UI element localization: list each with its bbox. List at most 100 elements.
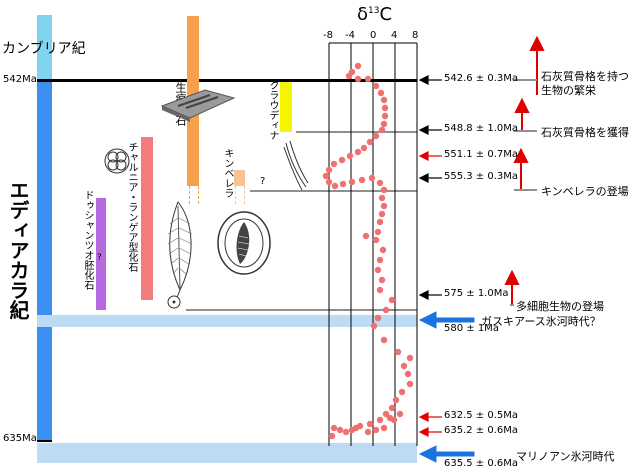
doushantuo-embryo-illustration <box>104 148 130 174</box>
isotope-point <box>330 424 338 432</box>
isotope-point <box>374 266 382 274</box>
tick-label: -4 <box>345 30 355 41</box>
isotope-point <box>380 186 388 194</box>
cloudina-illustration <box>283 140 309 191</box>
date-label: 635.5 ± 0.6Ma <box>444 458 519 469</box>
isotope-point <box>345 72 353 80</box>
event-kimberella-appear: キンベレラの登場 <box>541 185 629 198</box>
tick-label: 0 <box>370 30 377 41</box>
isotope-point <box>352 424 360 432</box>
isotope-point <box>330 160 338 168</box>
tick-label: -8 <box>323 30 333 41</box>
date-label: 632.5 ± 0.5Ma <box>444 410 519 421</box>
isotope-point <box>368 174 376 182</box>
isotope-point <box>325 166 333 174</box>
isotope-point <box>346 152 354 160</box>
isotope-point <box>339 180 347 188</box>
charnia-bar <box>141 137 153 300</box>
isotope-point <box>362 232 370 240</box>
boundary-635-line <box>37 440 52 442</box>
isotope-point <box>380 202 388 210</box>
horizon-555-line <box>250 190 417 192</box>
isotope-point <box>376 179 384 187</box>
horizon-548-line <box>296 131 417 133</box>
isotope-point <box>354 148 362 156</box>
isotope-point <box>378 276 386 284</box>
isotope-point <box>376 286 384 294</box>
isotope-point <box>364 428 372 436</box>
isotope-point <box>336 426 344 434</box>
gaskiers-band <box>37 315 417 327</box>
isotope-point <box>338 156 346 164</box>
isotope-point <box>331 182 339 190</box>
trace-fossil-dash <box>189 186 199 204</box>
isotope-point <box>370 322 378 330</box>
date-label: 548.8 ± 1.0Ma <box>444 123 519 134</box>
isotope-point <box>328 432 336 440</box>
age-635-label: 635Ma <box>3 433 37 444</box>
event-calcified-acquire: 石灰質骨格を獲得 <box>541 126 629 139</box>
kimberella-label: キンベレラ <box>222 148 233 198</box>
isotope-point <box>404 370 412 378</box>
isotope-point <box>396 410 404 418</box>
kimberella-illustration <box>217 211 271 275</box>
axis-title-sup: 13 <box>368 6 380 16</box>
boundary-542-line <box>37 79 417 82</box>
date-label: 635.2 ± 0.6Ma <box>444 425 519 436</box>
age-542-label: 542Ma <box>3 74 37 85</box>
isotope-point <box>354 75 362 83</box>
date-label: 575 ± 1.0Ma <box>444 288 509 299</box>
doushantuo-label: ドゥシャンツオ胚化石 <box>82 190 93 290</box>
isotope-point <box>377 89 385 97</box>
isotope-point <box>372 132 380 140</box>
kimberella-mark: ? <box>260 176 266 187</box>
event-marinoan: マリノアン氷河時代 <box>516 450 615 463</box>
isotope-point <box>380 96 388 104</box>
isotope-point <box>360 144 368 152</box>
charnia-label: チャルニア・ランゲア型化石 <box>126 142 137 272</box>
isotope-point <box>358 176 366 184</box>
trace-fossil-illustration <box>160 89 236 122</box>
isotope-point <box>366 420 374 428</box>
isotope-point <box>380 336 388 344</box>
isotope-point <box>394 348 402 356</box>
isotope-point <box>376 218 384 226</box>
isotope-point <box>374 314 382 322</box>
isotope-point <box>390 416 398 424</box>
cloudina-bar <box>280 82 292 132</box>
date-label: 555.3 ± 0.3Ma <box>444 171 519 182</box>
isotope-point <box>322 172 330 180</box>
isotope-point <box>378 210 386 218</box>
cambrian-bar <box>37 15 52 80</box>
kimberella-dash <box>235 186 245 204</box>
isotope-point <box>372 426 380 434</box>
ediacaran-bar <box>37 80 52 442</box>
event-multicell-appear: 多細胞生物の登場 <box>516 300 604 313</box>
isotope-point <box>376 416 384 424</box>
cloudina-label: クラウディナ <box>267 80 278 140</box>
isotope-point <box>378 194 386 202</box>
isotope-point <box>406 380 414 388</box>
cambrian-label: カンブリア紀 <box>2 41 86 57</box>
event-calcified-prosper: 石灰質骨格を持つ <box>541 70 629 83</box>
charnia-illustration <box>167 201 193 309</box>
axis-title-delta: δ <box>357 4 369 25</box>
isotope-point <box>388 296 396 304</box>
isotope-point <box>379 246 387 254</box>
isotope-point <box>380 120 388 128</box>
isotope-point <box>381 112 389 120</box>
doushantuo-mark: ? <box>97 253 102 263</box>
isotope-point <box>354 62 362 70</box>
isotope-point <box>348 178 356 186</box>
isotope-point <box>382 410 390 418</box>
isotope-point <box>342 428 350 436</box>
date-label: 542.6 ± 0.3Ma <box>444 73 519 84</box>
isotope-point <box>372 82 380 90</box>
ediacaran-label: エディアカラ紀 <box>6 180 30 320</box>
axis-title: δ13C <box>357 4 392 25</box>
isotope-point <box>406 354 414 362</box>
date-label: 551.1 ± 0.7Ma <box>444 149 519 160</box>
horizon-575-line <box>186 309 417 311</box>
